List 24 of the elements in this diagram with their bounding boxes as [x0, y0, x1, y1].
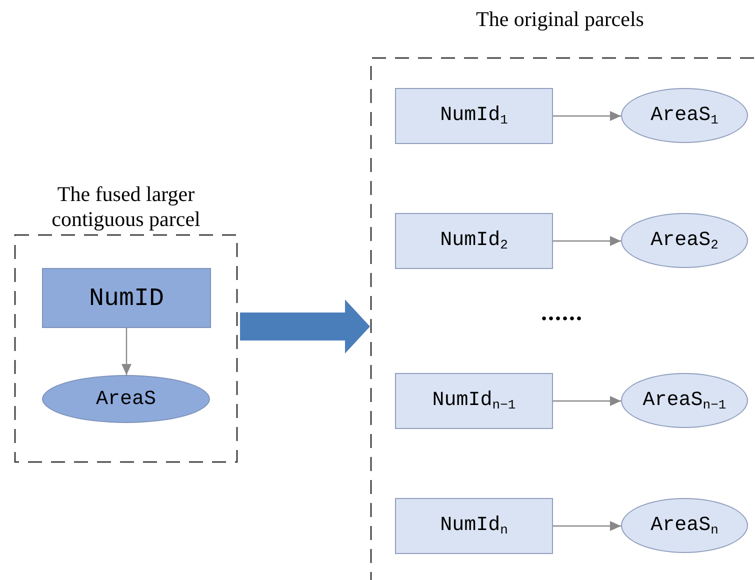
- node-label: NumID: [88, 284, 164, 312]
- node-label: AreaS$_{n−1}$: [642, 388, 726, 412]
- node-label: NumId$_{1}$: [440, 104, 508, 128]
- node-label: AreaS: [96, 388, 156, 410]
- process-box: [395, 498, 553, 554]
- process-box: [395, 88, 553, 144]
- node-label: AreaS$_{n}$: [650, 514, 718, 538]
- block-arrow: [240, 300, 370, 354]
- arrow: [553, 396, 621, 406]
- node-label: NumId$_{n}$: [440, 514, 508, 538]
- node-label: AreaS$_{2}$: [650, 228, 718, 252]
- process-box: [42, 268, 211, 328]
- arrow: [122, 328, 132, 375]
- arrow: [553, 111, 621, 121]
- node-label: AreaS$_{1}$: [650, 104, 718, 128]
- node-label: NumId$_{2}$: [440, 229, 508, 253]
- process-box: [395, 213, 553, 269]
- node-label: NumId$_{n−1}$: [432, 389, 516, 413]
- process-box: [395, 373, 553, 429]
- ellipsis-text: ......: [541, 300, 583, 327]
- group-heading: The fused larger contiguous parcel: [50, 182, 202, 232]
- arrow: [553, 236, 621, 246]
- group-heading: The original parcels: [475, 7, 645, 32]
- arrow: [553, 521, 621, 531]
